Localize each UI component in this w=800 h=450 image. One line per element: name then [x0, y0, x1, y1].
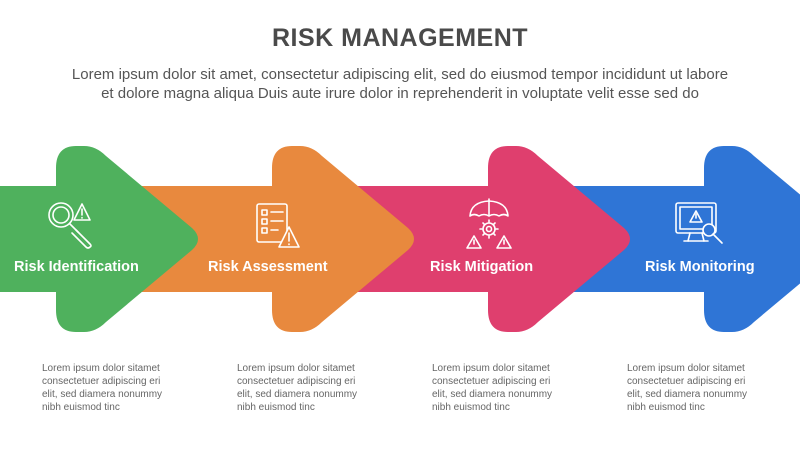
magnifier-warning-icon [48, 202, 92, 249]
description-line: nibh euismod tinc [237, 402, 315, 413]
step-arrowhead-2 [272, 146, 414, 332]
step-label-1: Risk Identification [14, 259, 139, 275]
step-arrowhead-1 [56, 146, 198, 332]
description-line: Lorem ipsum dolor sitamet [627, 363, 745, 374]
description-line: elit, sed diamera nonummy [237, 389, 358, 400]
description-line: consectetuer adipiscing eri [237, 376, 356, 387]
step-label-4: Risk Monitoring [645, 259, 755, 275]
description-line: consectetuer adipiscing eri [432, 376, 551, 387]
step-label-3: Risk Mitigation [430, 259, 533, 275]
umbrella-gear-warning-icon [466, 198, 512, 249]
monitor-search-icon [675, 202, 723, 244]
description-line: Lorem ipsum dolor sitamet [432, 363, 550, 374]
description-line: consectetuer adipiscing eri [42, 376, 161, 387]
step-label-2: Risk Assessment [208, 259, 328, 275]
subtitle-line: et dolore magna aliqua Duis aute irure d… [101, 85, 699, 102]
description-line: Lorem ipsum dolor sitamet [237, 363, 355, 374]
step-description-2: Lorem ipsum dolor sitamet consectetuer a… [237, 362, 387, 414]
description-line: consectetuer adipiscing eri [627, 376, 746, 387]
description-line: elit, sed diamera nonummy [432, 389, 553, 400]
checklist-warning-icon [256, 203, 300, 248]
description-line: nibh euismod tinc [627, 402, 705, 413]
description-line: Lorem ipsum dolor sitamet [42, 363, 160, 374]
description-line: elit, sed diamera nonummy [42, 389, 163, 400]
page-subtitle: Lorem ipsum dolor sit amet, consectetur … [30, 65, 770, 103]
step-description-1: Lorem ipsum dolor sitamet consectetuer a… [42, 362, 192, 414]
page-title: RISK MANAGEMENT [271, 24, 529, 52]
step-arrowhead-3 [488, 146, 630, 332]
step-arrowhead-4 [704, 146, 800, 332]
description-line: nibh euismod tinc [432, 402, 510, 413]
subtitle-line: Lorem ipsum dolor sit amet, consectetur … [71, 66, 729, 83]
description-line: nibh euismod tinc [42, 402, 120, 413]
step-description-4: Lorem ipsum dolor sitamet consectetuer a… [627, 362, 777, 414]
description-line: elit, sed diamera nonummy [627, 389, 748, 400]
step-description-3: Lorem ipsum dolor sitamet consectetuer a… [432, 362, 582, 414]
